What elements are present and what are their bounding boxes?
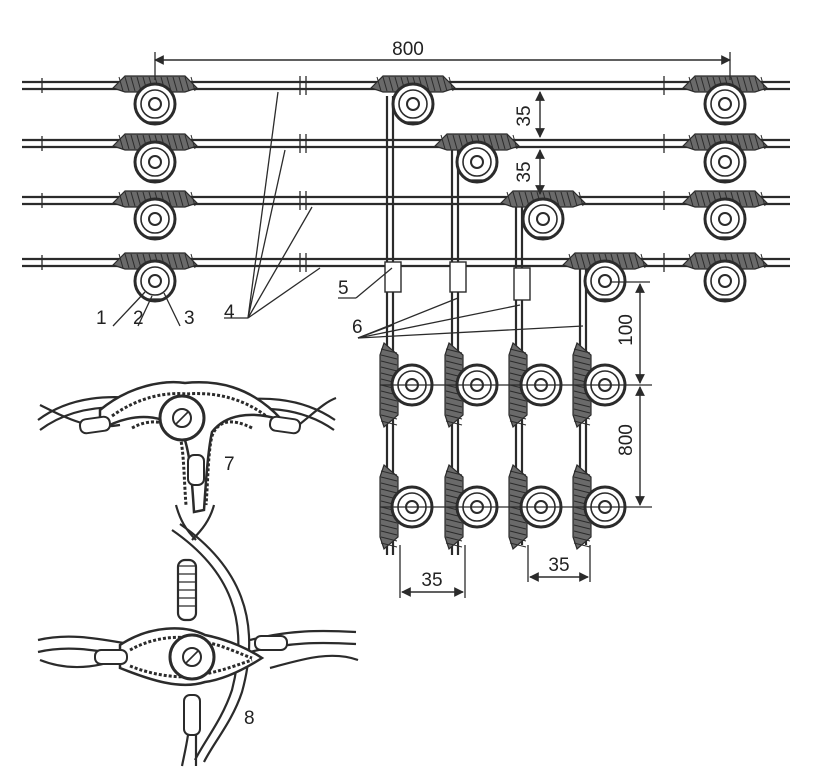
dim-spacing-b-label: 35 [514, 161, 535, 182]
callout-2: 2 [133, 308, 144, 329]
insulator-icon [433, 133, 521, 184]
detail-7-t-junction [37, 381, 337, 541]
insulator-icon [369, 75, 457, 126]
insulator-icon [111, 252, 199, 303]
dim-bottom-left-label: 35 [421, 570, 442, 591]
callout-7: 7 [224, 454, 235, 475]
dimension-lines: 800 35 35 100 800 35 35 [154, 39, 731, 598]
insulator-icon [561, 252, 649, 303]
detail-8-cross-junction [37, 523, 359, 767]
callout-1: 1 [96, 308, 107, 329]
insulator-icon [111, 75, 199, 126]
insulator-icon [499, 190, 587, 241]
insulator-icon [111, 133, 199, 184]
callout-5: 5 [338, 278, 349, 299]
dim-bottom-right-label: 35 [548, 555, 569, 576]
dim-drop-offset-label: 100 [616, 314, 637, 346]
callout-8: 8 [244, 708, 255, 729]
insulator-icon [681, 133, 769, 184]
dim-spacing-a-label: 35 [514, 105, 535, 126]
insulator-icon [681, 252, 769, 303]
dim-top-span-label: 800 [392, 39, 424, 60]
dim-drop-span-label: 800 [616, 424, 637, 456]
insulator-icon [681, 190, 769, 241]
wire-joints [41, 76, 665, 272]
callout-6: 6 [352, 317, 363, 338]
callout-3: 3 [184, 308, 195, 329]
insulator-icon [681, 75, 769, 126]
callout-4: 4 [224, 302, 235, 323]
insulator-icon [111, 190, 199, 241]
callouts: 1 2 3 4 5 6 7 8 [96, 91, 584, 729]
